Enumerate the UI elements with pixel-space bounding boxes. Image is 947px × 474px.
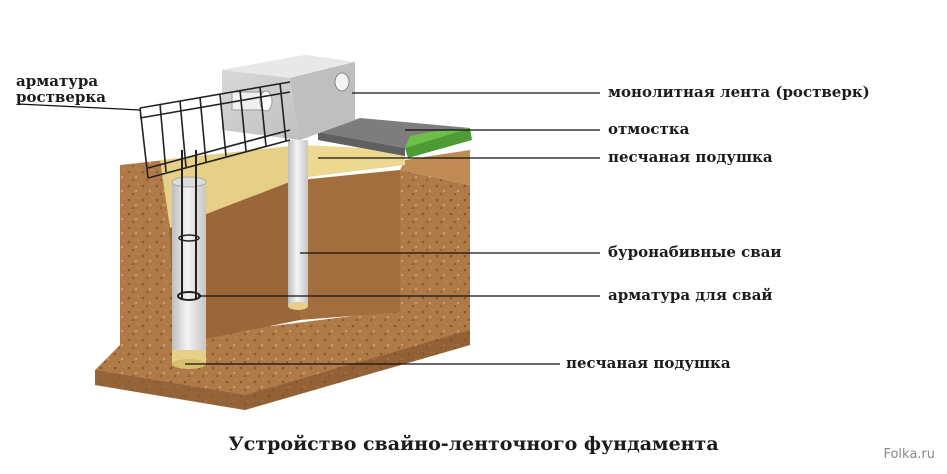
watermark: Folka.ru bbox=[883, 447, 935, 462]
trench-right-wall bbox=[300, 150, 470, 330]
blind-area-slab bbox=[318, 118, 472, 158]
rebar-cage bbox=[139, 81, 291, 179]
label-rebar-grillage-line1: арматура bbox=[16, 72, 99, 90]
label-bored-piles: буронабивные сваи bbox=[608, 243, 782, 261]
bored-pile-right bbox=[288, 140, 308, 310]
label-pile-rebar: арматура для свай bbox=[608, 286, 773, 304]
bored-pile-left bbox=[171, 150, 207, 369]
label-rebar-grillage: арматура ростверка bbox=[16, 73, 106, 105]
label-rebar-grillage-line2: ростверка bbox=[16, 88, 106, 106]
label-sand-cushion-top: песчаная подушка bbox=[608, 148, 773, 166]
monolithic-strip-block bbox=[222, 55, 355, 140]
label-monolithic-strip: монолитная лента (ростверк) bbox=[608, 83, 870, 101]
soil-base bbox=[95, 310, 470, 410]
leader-rebar-grillage bbox=[17, 103, 141, 111]
label-blind-area: отмостка bbox=[608, 120, 690, 138]
leader-lines bbox=[17, 92, 600, 365]
diagram-caption: Устройство свайно-ленточного фундамента bbox=[228, 433, 719, 455]
label-sand-cushion-bottom: песчаная подушка bbox=[566, 354, 731, 372]
